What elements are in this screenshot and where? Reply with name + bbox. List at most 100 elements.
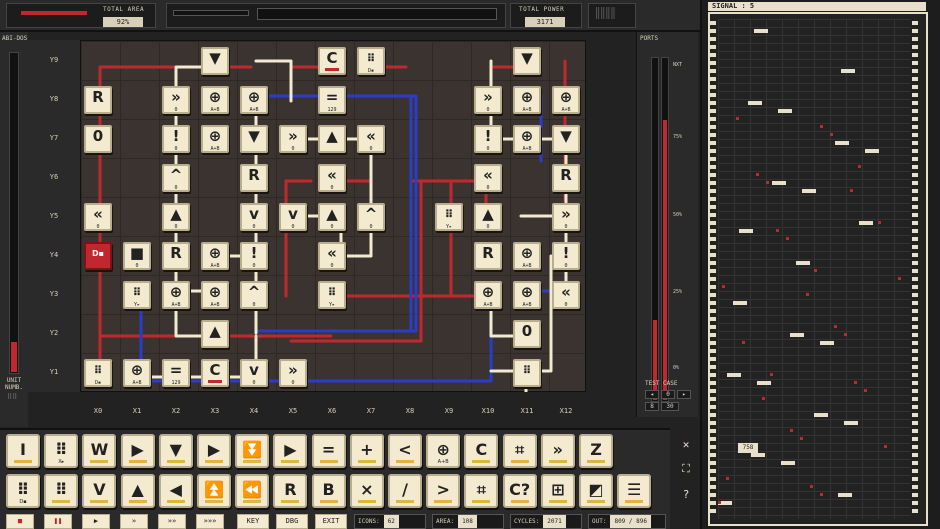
- pause-button[interactable]: ❚❚: [44, 514, 72, 529]
- tile-up-chevron[interactable]: ^0: [240, 281, 268, 309]
- tile-r[interactable]: R: [162, 242, 190, 270]
- tile-adder[interactable]: ⊕A+B: [513, 281, 541, 309]
- palette-button[interactable]: ▶: [273, 434, 308, 468]
- tile-equals[interactable]: =129: [162, 359, 190, 387]
- tile-r[interactable]: R: [552, 164, 580, 192]
- tile-stop[interactable]: ■0: [123, 242, 151, 270]
- tile-adder[interactable]: ⊕A+B: [162, 281, 190, 309]
- tile-up-arrow[interactable]: ▲0: [318, 203, 346, 231]
- tile-up-chevron[interactable]: ^0: [357, 203, 385, 231]
- tile-adder[interactable]: ⊕A+B: [474, 281, 502, 309]
- palette-button[interactable]: C?: [502, 474, 537, 508]
- palette-button[interactable]: ▼: [158, 434, 193, 468]
- tile-adder[interactable]: ⊕A+B: [513, 86, 541, 114]
- palette-button[interactable]: ⌗: [502, 434, 537, 468]
- palette-button[interactable]: Z: [579, 434, 613, 468]
- tile-equals[interactable]: =129: [318, 86, 346, 114]
- palette-button[interactable]: ☰: [617, 474, 652, 508]
- tile-fast-forward[interactable]: »0: [552, 203, 580, 231]
- tile-adder[interactable]: ⊕A+B: [240, 86, 268, 114]
- fastest-button[interactable]: »»»: [196, 514, 224, 529]
- palette-button[interactable]: ▶: [197, 434, 231, 468]
- palette-button[interactable]: B: [311, 474, 346, 508]
- tile-adder[interactable]: ⊕A+B: [513, 125, 541, 153]
- palette-button[interactable]: ⏫: [197, 474, 231, 508]
- tile-adder[interactable]: ⊕A+B: [552, 86, 580, 114]
- tile-display-red[interactable]: D▪: [84, 242, 112, 270]
- key-button[interactable]: KEY: [237, 514, 269, 529]
- tile-r[interactable]: R: [240, 164, 268, 192]
- palette-button[interactable]: ▲: [120, 474, 155, 508]
- exit-button[interactable]: EXIT: [315, 514, 347, 529]
- palette-button[interactable]: ⊞: [540, 474, 575, 508]
- tile-not[interactable]: !0: [474, 125, 502, 153]
- record-button[interactable]: ■: [6, 514, 34, 529]
- tile-fast-forward[interactable]: »0: [279, 125, 307, 153]
- tile-rewind[interactable]: «0: [84, 203, 112, 231]
- tile-not[interactable]: !0: [552, 242, 580, 270]
- palette-button[interactable]: R: [273, 474, 308, 508]
- tile-c[interactable]: C: [318, 47, 346, 75]
- palette-button[interactable]: ▶: [120, 434, 155, 468]
- tile-up-arrow[interactable]: ▲: [201, 320, 229, 348]
- tile-rewind[interactable]: «0: [552, 281, 580, 309]
- palette-button[interactable]: ⏬: [235, 434, 270, 468]
- tile-fast-forward[interactable]: »0: [279, 359, 307, 387]
- tile-rewind[interactable]: «0: [318, 164, 346, 192]
- palette-button[interactable]: +: [349, 434, 384, 468]
- tile-fast-forward[interactable]: »0: [162, 86, 190, 114]
- palette-button[interactable]: ⏪: [235, 474, 270, 508]
- tile-down-arrow[interactable]: ▼: [552, 125, 580, 153]
- palette-button[interactable]: /: [388, 474, 422, 508]
- tile-dot-matrix[interactable]: ⠿: [513, 359, 541, 387]
- tile-zero[interactable]: 0: [84, 125, 112, 153]
- tile-not[interactable]: !0: [240, 242, 268, 270]
- tile-up-arrow[interactable]: ▲0: [162, 203, 190, 231]
- palette-button[interactable]: ⠿X▸: [44, 434, 79, 468]
- test-case-prev-button[interactable]: ◂: [645, 390, 659, 399]
- palette-button[interactable]: V: [82, 474, 117, 508]
- tile-down-arrow[interactable]: ▼: [201, 47, 229, 75]
- palette-button[interactable]: ⌗: [464, 474, 499, 508]
- tile-r[interactable]: R: [474, 242, 502, 270]
- tile-not[interactable]: !0: [162, 125, 190, 153]
- palette-button[interactable]: =: [311, 434, 346, 468]
- palette-button[interactable]: ⠿: [44, 474, 79, 508]
- tile-down-arrow[interactable]: ▼: [513, 47, 541, 75]
- tile-down-arrow[interactable]: ▼: [240, 125, 268, 153]
- tile-adder[interactable]: ⊕A+B: [513, 242, 541, 270]
- fast-button[interactable]: »: [120, 514, 148, 529]
- tile-adder[interactable]: ⊕A+B: [201, 281, 229, 309]
- tile-up-arrow[interactable]: ▲: [318, 125, 346, 153]
- palette-button[interactable]: ×: [349, 474, 384, 508]
- palette-button[interactable]: »: [540, 434, 575, 468]
- tile-dot-matrix[interactable]: ⠿Y▸: [318, 281, 346, 309]
- tile-rewind[interactable]: «0: [474, 164, 502, 192]
- tile-adder[interactable]: ⊕A+B: [201, 86, 229, 114]
- palette-button[interactable]: >: [426, 474, 461, 508]
- tile-r[interactable]: R: [84, 86, 112, 114]
- palette-button[interactable]: ◩: [579, 474, 613, 508]
- test-case-selector[interactable]: ◂0▸: [645, 390, 693, 399]
- faster-button[interactable]: »»: [158, 514, 186, 529]
- palette-button[interactable]: <: [388, 434, 422, 468]
- circuit-board[interactable]: ▼ C ⠿D▪ ▼ R »0 ⊕A+B ⊕A+B =129 »0 ⊕A+B ⊕A…: [80, 40, 586, 393]
- tile-up-chevron[interactable]: ^0: [162, 164, 190, 192]
- close-icon[interactable]: ✕: [682, 438, 690, 451]
- tile-up-arrow[interactable]: ▲0: [474, 203, 502, 231]
- palette-button[interactable]: ⠿D▪: [6, 474, 40, 508]
- tile-dot-matrix[interactable]: ⠿D▪: [357, 47, 385, 75]
- tile-dot-matrix[interactable]: ⠿D▪: [84, 359, 112, 387]
- tile-rewind[interactable]: «0: [357, 125, 385, 153]
- play-button[interactable]: ▶: [82, 514, 110, 529]
- expand-icon[interactable]: ⛶: [682, 462, 690, 475]
- palette-button[interactable]: I: [6, 434, 40, 468]
- palette-button[interactable]: W: [82, 434, 117, 468]
- tile-zero[interactable]: 0: [513, 320, 541, 348]
- palette-button[interactable]: ⊕A+B: [426, 434, 461, 468]
- tile-fast-forward[interactable]: »0: [474, 86, 502, 114]
- tile-rewind[interactable]: «0: [318, 242, 346, 270]
- tile-dot-matrix[interactable]: ⠿Y▸: [123, 281, 151, 309]
